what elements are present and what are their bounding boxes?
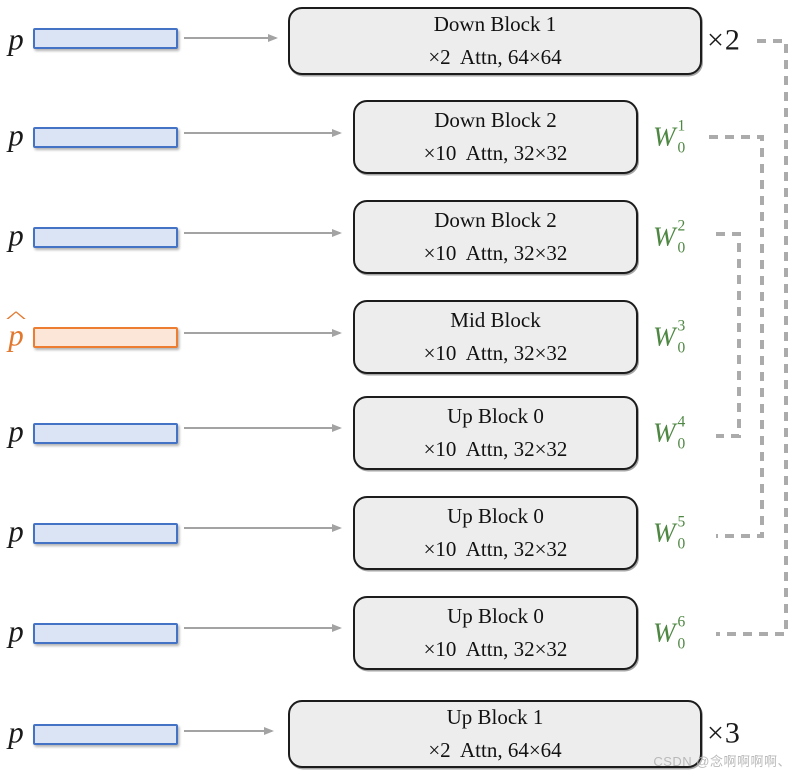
input-symbol-text: p <box>8 714 24 750</box>
block-title: Up Block 0 <box>447 504 544 529</box>
block-up-block-0b: Up Block 0 ×10 Attn, 32×32 <box>353 496 638 570</box>
skip-connection-inner <box>716 232 741 438</box>
w-sub: 0 <box>677 339 686 356</box>
input-symbol: p <box>4 416 28 447</box>
block-up-block-0c: Up Block 0 ×10 Attn, 32×32 <box>353 596 638 670</box>
skip-connection-outer <box>716 39 788 636</box>
input-symbol-text: p <box>8 217 24 253</box>
input-symbol-text: p <box>8 613 24 649</box>
block-up-block-1: Up Block 1 ×2 Attn, 64×64 <box>288 700 702 768</box>
prompt-embedding-bar <box>33 724 178 745</box>
prompt-embedding-bar <box>33 523 178 544</box>
block-title: Mid Block <box>450 308 541 333</box>
block-down-block-1: Down Block 1 ×2 Attn, 64×64 <box>288 7 702 75</box>
block-subtitle: ×2 Attn, 64×64 <box>428 738 562 762</box>
w-sup: 2 <box>677 217 686 235</box>
watermark: CSDN @念啊啊啊啊、 <box>653 754 791 769</box>
w-base: W <box>653 417 676 448</box>
repeat-count-label: ×2 <box>707 23 741 57</box>
block-subtitle: ×2 Attn, 64×64 <box>428 45 562 69</box>
input-symbol: p <box>4 220 28 251</box>
block-title: Down Block 2 <box>434 108 557 133</box>
w-sup: 4 <box>677 413 686 431</box>
w-sub: 0 <box>677 635 686 652</box>
block-title: Down Block 2 <box>434 208 557 233</box>
block-up-block-0a: Up Block 0 ×10 Attn, 32×32 <box>353 396 638 470</box>
block-subtitle: ×10 Attn, 32×32 <box>423 637 568 661</box>
input-symbol-text: p <box>8 317 24 353</box>
block-title: Up Block 0 <box>447 604 544 629</box>
prompt-embedding-bar <box>33 127 178 148</box>
input-symbol-text: p <box>8 21 24 57</box>
w-sup: 6 <box>677 613 686 631</box>
w-base: W <box>653 617 676 648</box>
w-sub: 0 <box>677 535 686 552</box>
block-subtitle: ×10 Attn, 32×32 <box>423 141 568 165</box>
prompt-embedding-bar <box>33 227 178 248</box>
w-sub: 0 <box>677 239 686 256</box>
input-symbol-text: p <box>8 413 24 449</box>
block-subtitle: ×10 Attn, 32×32 <box>423 341 568 365</box>
w-sub: 0 <box>677 139 686 156</box>
block-title: Down Block 1 <box>433 12 557 37</box>
repeat-count-label: ×3 <box>707 716 741 750</box>
block-title: Up Block 1 <box>446 705 544 730</box>
input-symbol: p <box>4 616 28 647</box>
input-symbol-text: p <box>8 117 24 153</box>
input-arrows <box>184 34 342 735</box>
block-title: Up Block 0 <box>447 404 544 429</box>
block-subtitle: ×10 Attn, 32×32 <box>423 241 568 265</box>
w-sup: 5 <box>677 513 686 531</box>
skip-connection-middle <box>709 135 764 538</box>
w-base: W <box>653 517 676 548</box>
block-down-block-2a: Down Block 2 ×10 Attn, 32×32 <box>353 100 638 174</box>
w-sup: 1 <box>677 117 686 135</box>
input-symbol-hat-p: ^p <box>4 309 28 353</box>
input-symbol: p <box>4 120 28 151</box>
input-symbol: p <box>4 24 28 55</box>
input-symbol: p <box>4 516 28 547</box>
edited-prompt-embedding-bar <box>33 327 178 348</box>
block-subtitle: ×10 Attn, 32×32 <box>423 437 568 461</box>
prompt-embedding-bar <box>33 423 178 444</box>
w-sub: 0 <box>677 435 686 452</box>
block-subtitle: ×10 Attn, 32×32 <box>423 537 568 561</box>
w-base: W <box>653 121 676 152</box>
prompt-embedding-bar <box>33 28 178 49</box>
w-base: W <box>653 221 676 252</box>
skip-connections <box>709 39 788 636</box>
input-symbol: p <box>4 717 28 748</box>
block-down-block-2b: Down Block 2 ×10 Attn, 32×32 <box>353 200 638 274</box>
w-base: W <box>653 321 676 352</box>
hat-mark: ^ <box>5 308 27 327</box>
input-symbol-text: p <box>8 513 24 549</box>
block-mid-block: Mid Block ×10 Attn, 32×32 <box>353 300 638 374</box>
w-sup: 3 <box>677 317 686 335</box>
prompt-embedding-bar <box>33 623 178 644</box>
